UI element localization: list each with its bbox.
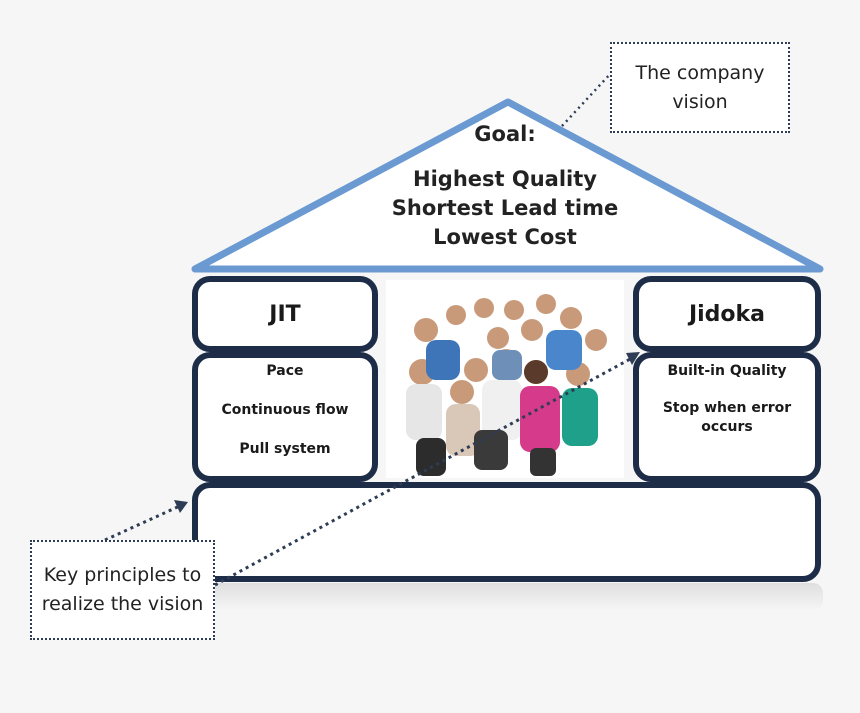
jidoka-title: Jidoka: [688, 301, 766, 327]
vision-callout-text: The company vision: [635, 61, 765, 113]
principles-callout-text: Key principles to realize the vision: [41, 564, 204, 615]
jidoka-item-stop-when-error: Stop when error occurs: [662, 400, 792, 435]
goal-lead-time: Shortest Lead time: [391, 196, 619, 220]
vision-connector: [561, 71, 613, 127]
foundation-box: [192, 482, 821, 582]
jidoka-item-built-in-quality: Built-in Quality: [667, 363, 787, 379]
jit-items-box: Pace Continuous flow Pull system: [192, 352, 378, 482]
principles-arrowhead-left: [174, 500, 188, 513]
jidoka-title-box: Jidoka: [633, 276, 821, 352]
goal-label: Goal:: [474, 122, 536, 146]
jit-title-box: JIT: [192, 276, 378, 352]
team-photo: [386, 280, 624, 478]
jit-item-pull-system: Pull system: [239, 441, 331, 457]
people-illustration: [406, 294, 607, 476]
jidoka-items-box: Built-in Quality Stop when error occurs: [633, 352, 821, 482]
goal-cost: Lowest Cost: [433, 225, 577, 249]
jit-item-pace: Pace: [266, 363, 304, 379]
roof-triangle: [191, 98, 824, 273]
principles-connector-left: [104, 503, 183, 542]
principles-callout: Key principles to realize the vision: [30, 540, 215, 640]
goal-quality: Highest Quality: [413, 167, 597, 191]
jit-title: JIT: [269, 301, 301, 327]
floor-reflection: [190, 583, 823, 611]
principles-arrowhead-right: [626, 352, 640, 365]
principles-connector-right: [214, 356, 633, 587]
jit-item-continuous-flow: Continuous flow: [221, 402, 349, 418]
vision-callout: The company vision: [610, 42, 790, 133]
